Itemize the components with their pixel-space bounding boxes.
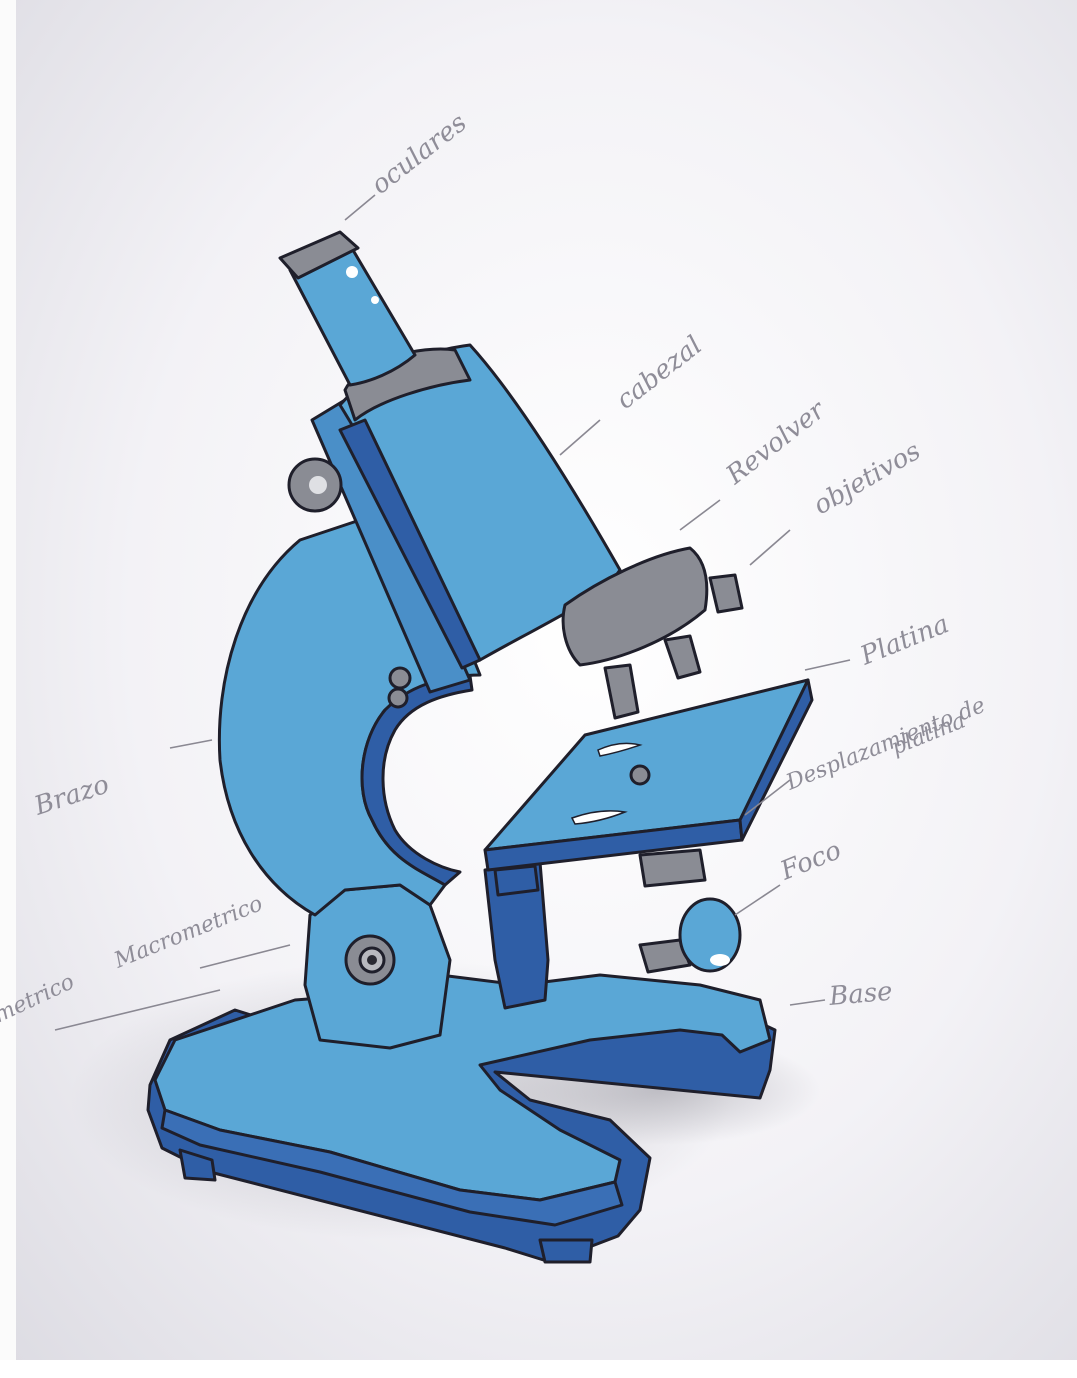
base-foot-right — [540, 1240, 592, 1262]
eyepiece-highlight — [346, 266, 358, 278]
objective-2 — [665, 636, 700, 678]
eyepiece-highlight-2 — [371, 296, 379, 304]
condenser — [640, 850, 705, 886]
focus-light — [680, 899, 740, 971]
label-revolver: Revolver — [720, 394, 832, 491]
stage-support — [495, 866, 538, 895]
label-platina: Platina — [855, 609, 953, 672]
label-objetivos: objetivos — [809, 436, 926, 521]
arm-screw-bottom — [389, 689, 407, 707]
head-knob-highlight — [309, 476, 327, 494]
label-base: Base — [827, 977, 894, 1012]
stage-plate — [485, 680, 808, 850]
label-micrometrico: micrometrico — [0, 969, 78, 1055]
label-cabezal: cabezal — [611, 331, 708, 416]
objective-1 — [605, 665, 638, 718]
objective-3 — [710, 575, 742, 612]
label-oculares: oculares — [366, 108, 473, 201]
label-brazo: Brazo — [30, 770, 113, 822]
label-foco: Foco — [775, 835, 845, 887]
fine-focus-knob-center — [367, 955, 377, 965]
arm-screw-top — [390, 668, 410, 688]
focus-light-highlight — [710, 954, 730, 966]
label-macrometrico: Macrometrico — [110, 891, 266, 974]
stage-aperture — [631, 766, 649, 784]
